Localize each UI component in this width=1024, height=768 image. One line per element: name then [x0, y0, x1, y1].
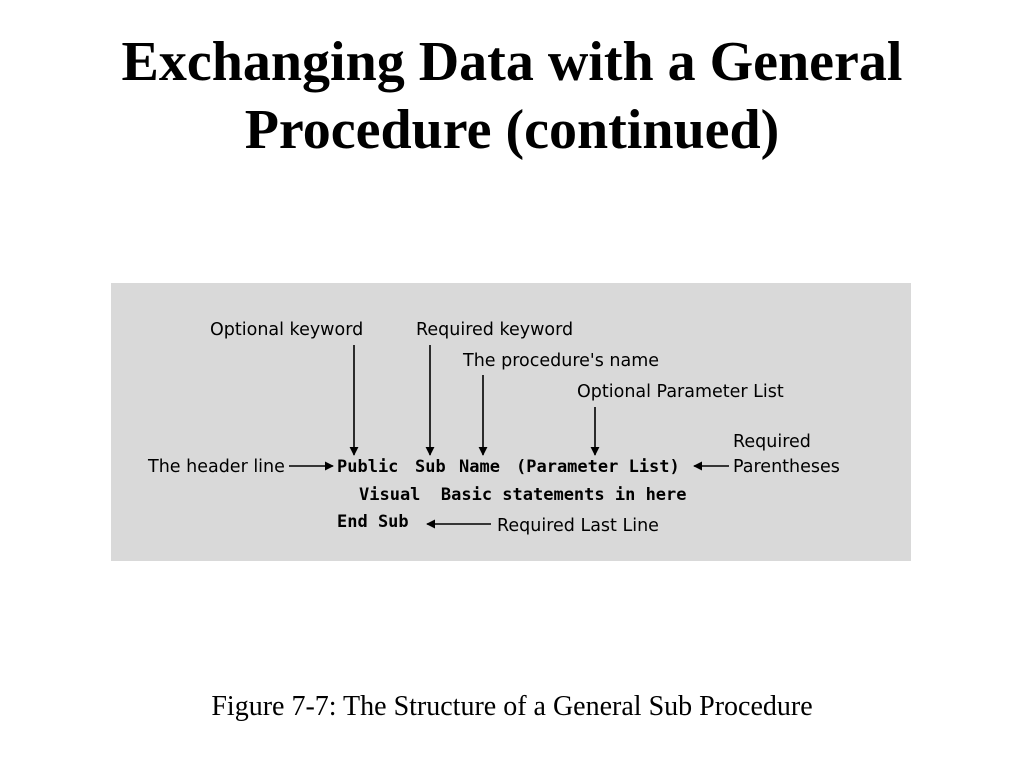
label-required: Required: [733, 432, 811, 452]
label-optional-keyword: Optional keyword: [210, 320, 363, 340]
label-procedure-name: The procedure's name: [462, 351, 659, 371]
figure-caption: Figure 7-7: The Structure of a General S…: [211, 691, 813, 722]
label-parentheses: Parentheses: [733, 457, 840, 477]
label-required-keyword: Required keyword: [416, 320, 573, 340]
code-statements: Visual Basic statements in here: [359, 485, 687, 505]
slide-title-line-1: Exchanging Data with a General: [121, 31, 903, 93]
label-header-line: The header line: [147, 457, 285, 477]
label-optional-parameter-list: Optional Parameter List: [577, 382, 784, 402]
code-sub: Sub: [415, 457, 446, 477]
code-public: Public: [337, 457, 398, 477]
code-name: Name: [459, 457, 500, 477]
sub-procedure-structure-figure: Optional keyword Required keyword The pr…: [111, 283, 911, 561]
figure-diagram: Optional keyword Required keyword The pr…: [147, 320, 840, 536]
slide-title-line-2: Procedure (continued): [244, 99, 780, 161]
label-required-last-line: Required Last Line: [497, 516, 659, 536]
slide-title: Exchanging Data with a General Procedure…: [0, 28, 1024, 164]
code-end-sub: End Sub: [337, 512, 409, 532]
code-parameter-list: (Parameter List): [516, 457, 680, 477]
